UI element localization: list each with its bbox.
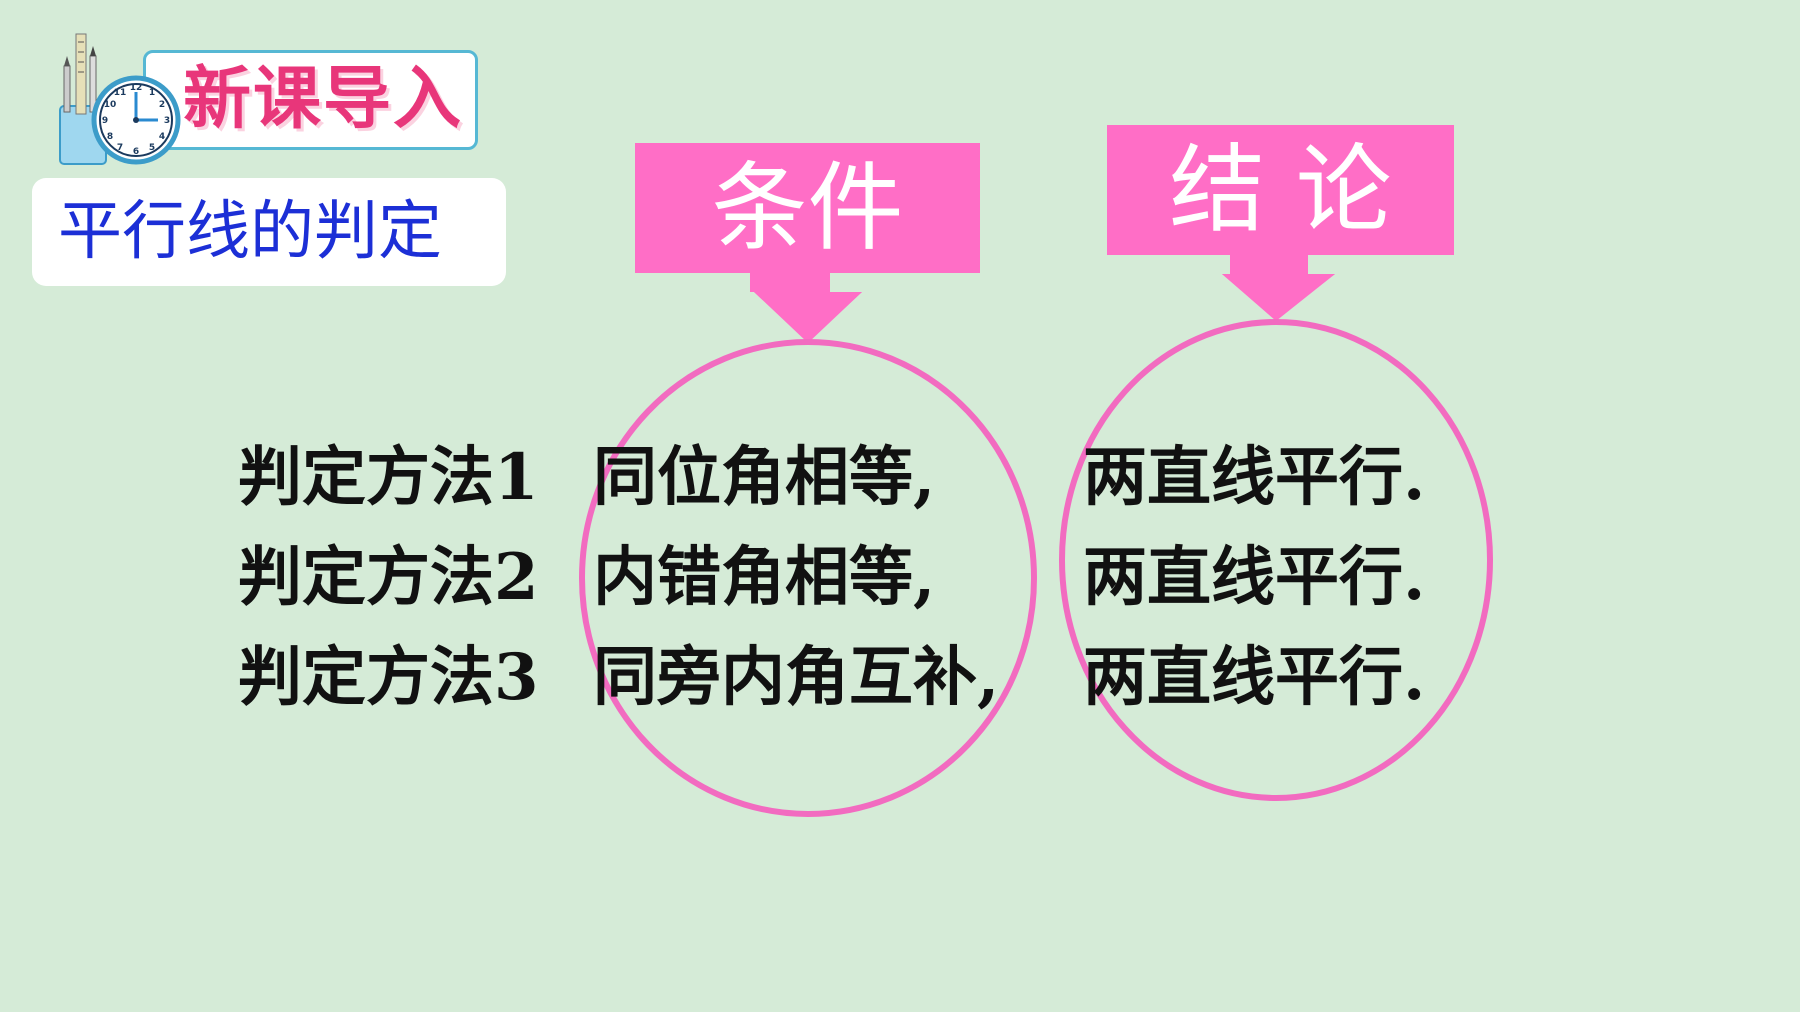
conclusion-circle	[1059, 319, 1493, 801]
clock-icon: 12 3 6 9 1 2 4 5 7 8 10 11	[59, 33, 181, 165]
svg-text:11: 11	[114, 88, 127, 98]
svg-text:4: 4	[159, 132, 165, 142]
rule-method: 判定方法1	[238, 440, 539, 515]
rule-conclusion: 两直线平行.	[1083, 640, 1426, 715]
conclusion-arrow-head	[1222, 274, 1335, 321]
rule-condition: 同旁内角互补,	[593, 640, 1000, 715]
rule-method: 判定方法2	[238, 540, 539, 615]
svg-text:10: 10	[104, 100, 117, 110]
rule-method: 判定方法3	[238, 640, 539, 715]
section-badge-frame	[143, 50, 478, 150]
conclusion-label: 结 论	[1107, 125, 1454, 255]
svg-text:6: 6	[133, 147, 139, 157]
svg-text:9: 9	[102, 116, 108, 126]
svg-text:8: 8	[107, 132, 113, 142]
condition-circle	[579, 339, 1037, 817]
section-badge: 12 3 6 9 1 2 4 5 7 8 10 11 新课导入	[58, 33, 478, 165]
svg-text:7: 7	[117, 143, 123, 153]
svg-text:5: 5	[149, 143, 155, 153]
section-badge-title: 新课导入	[183, 60, 464, 139]
rule-conclusion: 两直线平行.	[1083, 540, 1426, 615]
svg-text:3: 3	[164, 116, 170, 126]
condition-label: 条件	[635, 143, 980, 273]
rule-conclusion: 两直线平行.	[1083, 440, 1426, 515]
svg-text:12: 12	[130, 83, 143, 93]
condition-arrow-head	[754, 292, 862, 343]
svg-text:2: 2	[159, 100, 165, 110]
topic-card: 平行线的判定	[32, 178, 506, 286]
topic-title: 平行线的判定	[58, 195, 442, 269]
rule-condition: 同位角相等,	[593, 440, 936, 515]
svg-text:1: 1	[149, 88, 155, 98]
rule-condition: 内错角相等,	[593, 540, 936, 615]
